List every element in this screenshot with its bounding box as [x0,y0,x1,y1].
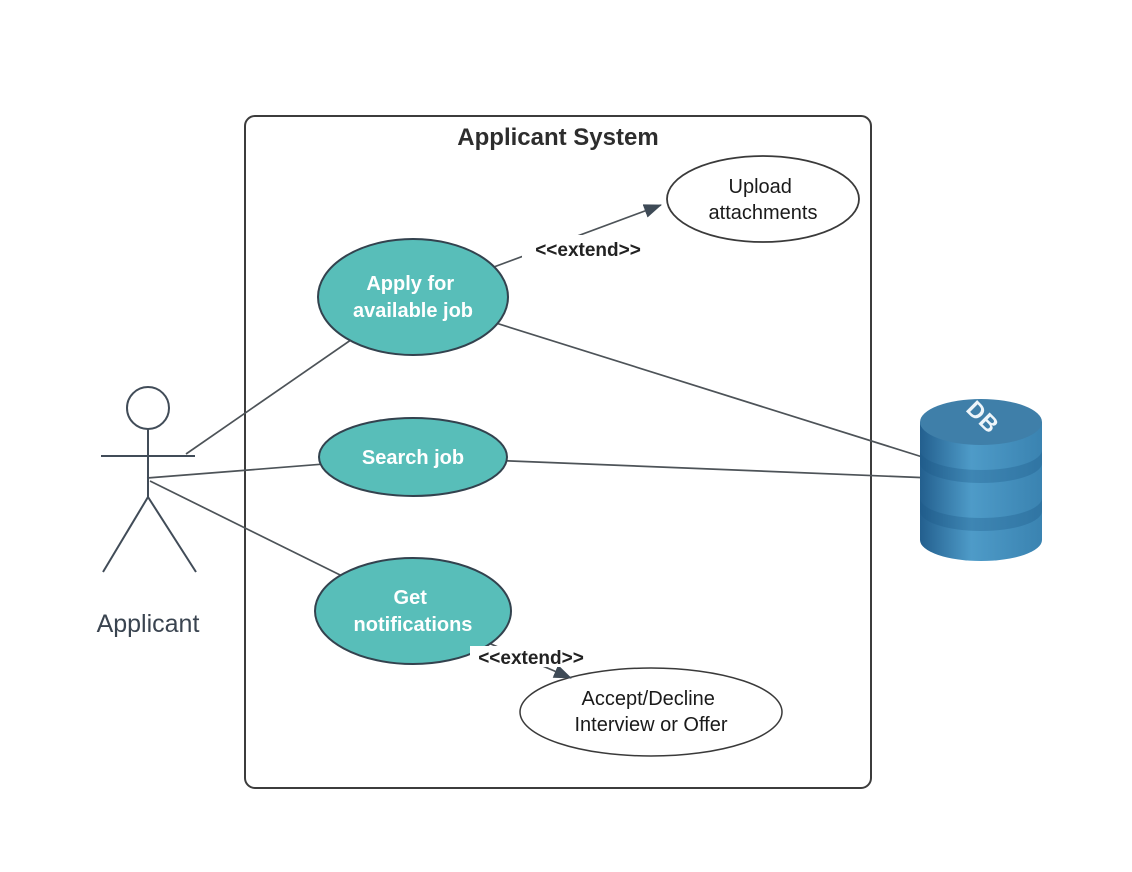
actor-label: Applicant [97,610,200,638]
usecase-upload-attachments[interactable] [667,156,859,242]
usecase-apply-for-job[interactable] [317,238,509,356]
actor-applicant[interactable] [101,386,197,573]
actor-head-icon [126,386,170,430]
usecase-apply-label: Apply for available job [353,273,473,322]
usecase-search-label: Search job [362,447,464,469]
db-body [920,422,1042,561]
extend-accept-label-mask [470,646,592,667]
actor-left-leg-icon [102,496,149,573]
actor-right-leg-icon [147,496,197,573]
connector-apply-db[interactable] [412,296,933,461]
db-groove-top [920,450,1042,483]
usecase-accept-decline[interactable] [520,668,782,756]
db-top-face [920,399,1042,445]
db-groove-bottom [920,498,1042,531]
extend-upload-label: <<extend>> [535,240,641,261]
usecase-search-job[interactable] [318,417,508,497]
system-title: Applicant System [457,124,658,151]
database-icon[interactable]: DB [920,395,1042,561]
usecase-accept-outline [519,667,783,757]
usecase-upload-label: Upload attachments [709,176,818,224]
usecase-accept-label: Accept/Decline Interview or Offer [574,688,727,736]
extend-accept-label: <<extend>> [478,648,584,669]
usecase-notifications-label: Get notifications [354,587,473,636]
usecase-upload-outline [666,155,860,243]
extend-upload-label-mask [522,235,654,259]
usecase-get-notifications[interactable] [314,557,512,665]
